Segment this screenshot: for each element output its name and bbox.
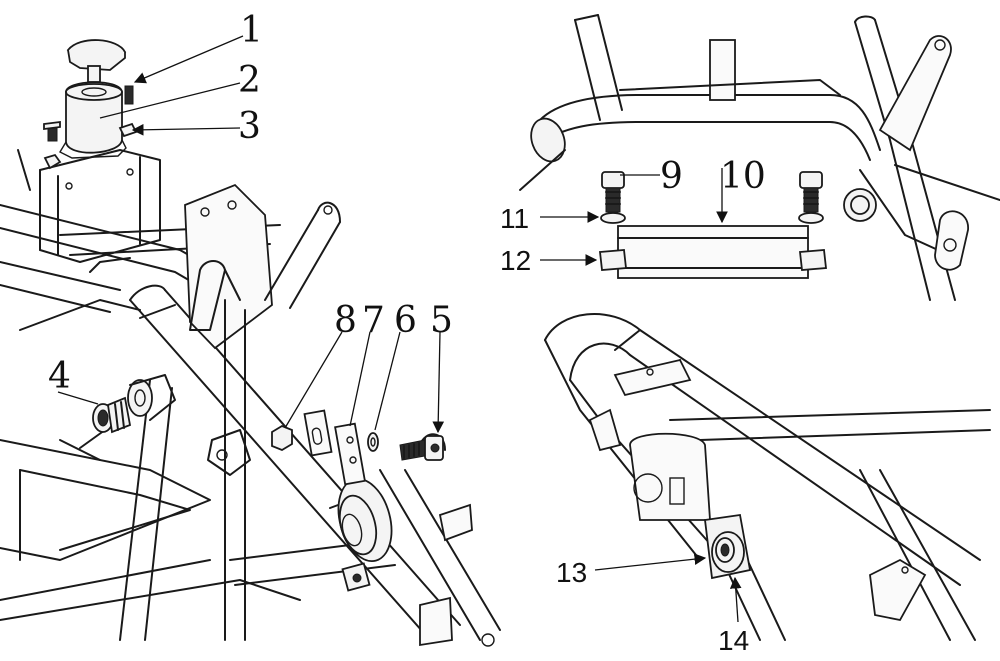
callout-1: 1 [240, 10, 263, 51]
horn-bracket [207, 409, 379, 486]
leader-4 [57, 391, 99, 405]
upper-tube [264, 201, 341, 309]
leader-14 [729, 576, 742, 623]
callout-12: 12 [500, 245, 531, 276]
callout-14: 14 [718, 625, 749, 656]
callout-10: 10 [720, 156, 766, 197]
leader-1 [133, 35, 244, 84]
callout-13: 13 [556, 557, 587, 588]
main-switch-assembly [17, 39, 138, 191]
leader-8 [284, 331, 343, 429]
leader-2 [99, 82, 241, 119]
leader-13 [594, 553, 707, 571]
leader-3 [131, 123, 241, 136]
callout-6: 6 [394, 300, 417, 341]
callout-7: 7 [362, 300, 385, 341]
callout-9: 9 [660, 156, 683, 197]
callout-3: 3 [238, 106, 261, 147]
leader-7 [349, 331, 371, 427]
horn-assembly [337, 478, 393, 592]
left-frame-view [0, 35, 501, 647]
lower-cross-tubes [229, 433, 501, 647]
callout-8: 8 [334, 300, 357, 341]
horn-bolt [399, 435, 444, 461]
lower-right-frame-view [544, 313, 991, 641]
upper-right-bracket-view [519, 14, 1000, 301]
floor-panel [0, 429, 301, 621]
callout-5: 5 [430, 300, 453, 341]
mounting-bolts [599, 171, 827, 271]
side-connector [92, 374, 176, 434]
leader-6 [374, 331, 401, 431]
lower-switch-assembly [704, 513, 752, 580]
mounting-plate [617, 225, 809, 279]
callout-2: 2 [238, 60, 261, 101]
gusset-plate [184, 183, 273, 350]
callout-4: 4 [48, 356, 71, 397]
leader-5 [432, 331, 445, 434]
callout-11: 11 [500, 203, 529, 234]
switch-mount-bracket [39, 149, 161, 263]
